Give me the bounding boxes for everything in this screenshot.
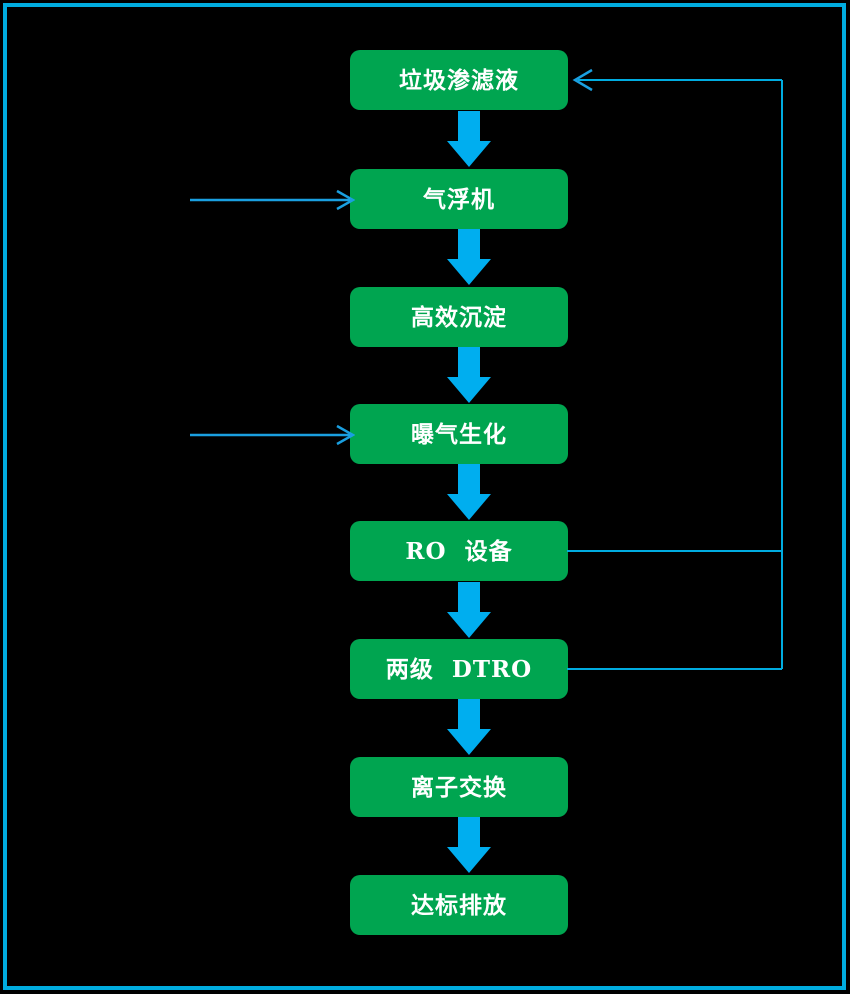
node-label: 离子交换: [411, 773, 507, 801]
node-label: 达标排放: [411, 891, 507, 919]
node-label: 气浮机: [423, 185, 495, 213]
down-arrow-icon-flotation-to-settling: [447, 229, 491, 285]
feed-arrow-icon-into-flotation: [190, 424, 355, 446]
down-arrow-icon-aeration-to-ro: [447, 464, 491, 520]
node-ro[interactable]: RO 设备: [350, 521, 568, 581]
recirculation-loop-line: [560, 60, 800, 690]
down-arrow-icon-ro-to-dtro: [447, 582, 491, 638]
node-dtro[interactable]: 两级 DTRO: [350, 639, 568, 699]
node-label: 曝气生化: [411, 420, 507, 448]
node-aeration[interactable]: 曝气生化: [350, 404, 568, 464]
node-leachate[interactable]: 垃圾渗滤液: [350, 50, 568, 110]
node-label: 高效沉淀: [411, 303, 507, 331]
node-discharge[interactable]: 达标排放: [350, 875, 568, 935]
node-settling[interactable]: 高效沉淀: [350, 287, 568, 347]
down-arrow-icon-settling-to-aeration: [447, 347, 491, 403]
down-arrow-icon-leachate-to-flotation: [447, 111, 491, 167]
node-label: RO 设备: [405, 537, 513, 565]
feed-arrow-icon-into-aeration: [190, 189, 355, 211]
down-arrow-icon-dtro-to-ion-exchange: [447, 699, 491, 755]
node-ion-exchange[interactable]: 离子交换: [350, 757, 568, 817]
down-arrow-icon-ion-exchange-to-discharge: [447, 817, 491, 873]
node-flotation[interactable]: 气浮机: [350, 169, 568, 229]
node-label: 垃圾渗滤液: [399, 66, 519, 94]
node-label: 两级 DTRO: [385, 655, 533, 683]
